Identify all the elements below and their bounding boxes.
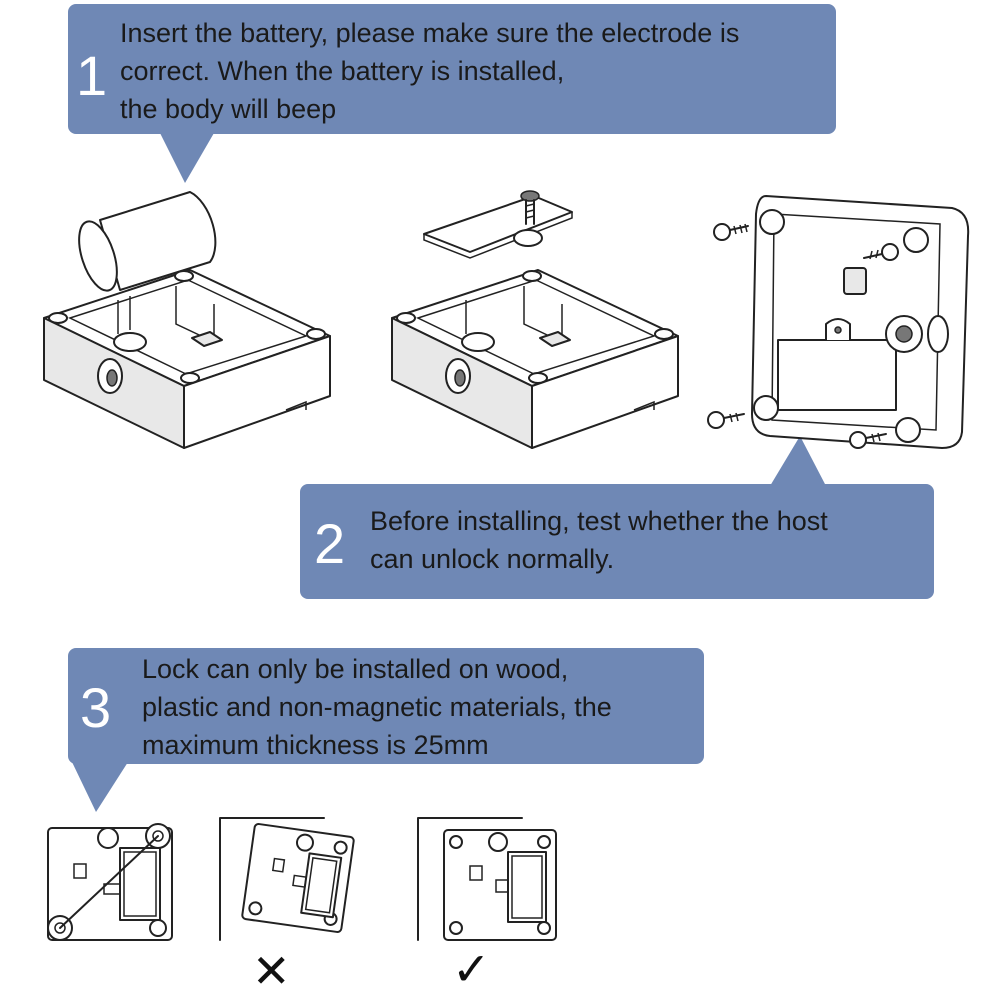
lock-back-figure [707, 195, 970, 449]
battery-insert-figure [43, 191, 331, 449]
battery-icon [78, 191, 217, 292]
step-3-line-1: Lock can only be installed on wood, [142, 654, 569, 684]
step-3-line-3: maximum thickness is 25mm [142, 730, 489, 760]
step-3-number: 3 [80, 676, 112, 739]
step-1-text: Insert the battery, please make sure the… [120, 14, 739, 128]
step-2-line-1: Before installing, test whether the host [370, 506, 828, 536]
step-2-callout-tail [770, 436, 826, 486]
screw-icon-top-left [713, 223, 749, 241]
screw-icon-top-right [863, 243, 899, 261]
step-3-text: Lock can only be installed on wood, plas… [142, 650, 612, 764]
screw-icon-bottom-left [707, 411, 745, 429]
screw-icon-bottom-right [849, 431, 887, 449]
screw-icon [520, 190, 540, 225]
step-3-line-2: plastic and non-magnetic materials, the [142, 692, 612, 722]
step-3-callout-tail [72, 762, 128, 812]
step-1-number: 1 [76, 44, 108, 107]
cover-plate-icon [423, 195, 573, 259]
correct-installation-diagram [417, 817, 557, 941]
step-1-line-1: Insert the battery, please make sure the… [120, 18, 740, 48]
step-1-line-2: correct. When the battery is installed, [120, 56, 565, 86]
step-2-line-2: can unlock normally. [370, 544, 615, 574]
step-1-callout: 1 Insert the battery, please make sure t… [68, 4, 836, 134]
cover-plate-figure [391, 190, 679, 449]
step-1-line-3: the body will beep [120, 94, 337, 124]
wrong-installation-diagram [219, 817, 355, 941]
correct-mark-icon: ✓ [452, 943, 491, 995]
lock-back-icon [751, 195, 970, 449]
wrong-mark-icon: ✕ [252, 945, 291, 997]
step-1-callout-tail [160, 133, 214, 183]
lock-diagonal-diagram [47, 823, 173, 941]
step-2-text: Before installing, test whether the host… [370, 502, 828, 578]
step-2-number: 2 [314, 512, 346, 575]
lock-body-open-icon [43, 269, 331, 449]
step-2-callout: 2 Before installing, test whether the ho… [300, 484, 934, 599]
step-3-callout: 3 Lock can only be installed on wood, pl… [68, 648, 704, 764]
lock-body-closed-icon [391, 269, 679, 449]
